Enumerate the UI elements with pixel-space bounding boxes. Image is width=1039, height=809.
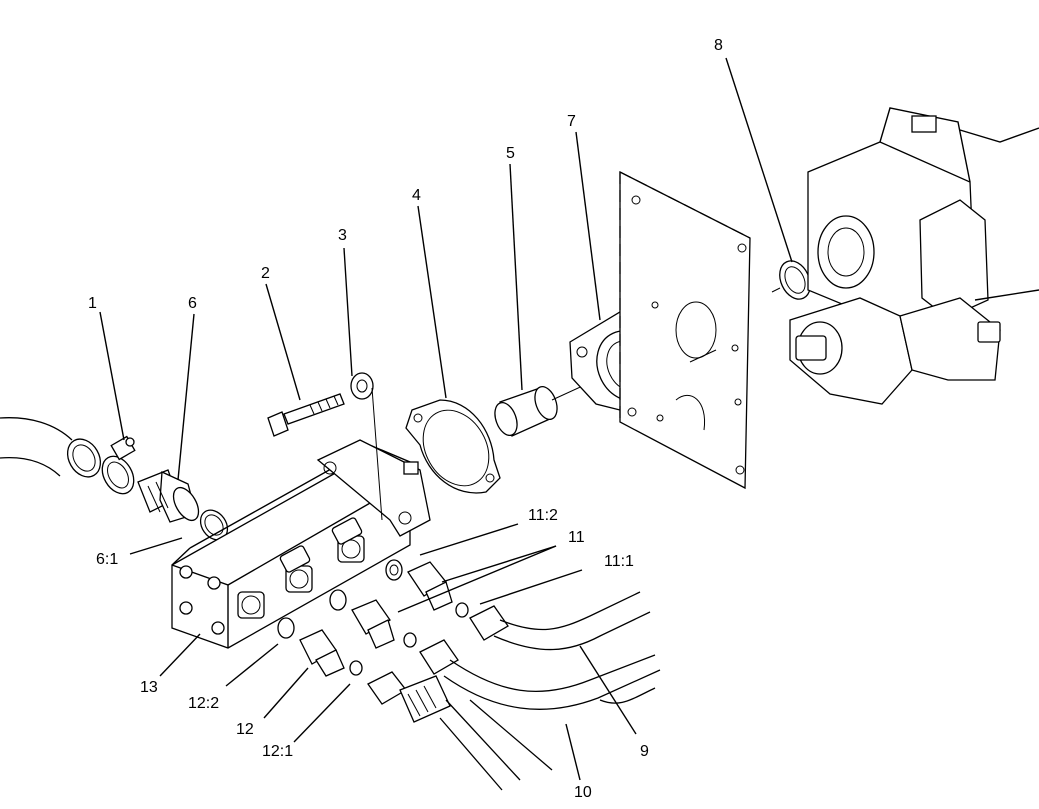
- capscrew: [267, 393, 345, 437]
- callout-10: 10: [574, 784, 592, 801]
- hydrostatic-pump: [789, 107, 1039, 405]
- callout-12-1: 12:1: [262, 743, 293, 760]
- washer: [350, 372, 374, 400]
- gear-pump-body: [171, 439, 431, 649]
- callout-6-1: 6:1: [96, 551, 118, 568]
- hose-clamp: [101, 435, 136, 495]
- mounting-plate: [619, 170, 751, 490]
- callout-2: 2: [261, 265, 270, 282]
- callout-13: 13: [140, 679, 158, 696]
- callout-1: 1: [88, 295, 97, 312]
- o-ring-8: [771, 260, 811, 300]
- callout-11: 11: [568, 529, 585, 546]
- callout-12-2: 12:2: [188, 695, 219, 712]
- gasket: [405, 399, 501, 494]
- callout-7: 7: [567, 113, 576, 130]
- pump-fittings: [277, 559, 469, 677]
- suction-hose: [0, 417, 102, 478]
- leader-lines: [99, 57, 793, 781]
- hydraulic-tubes: [367, 591, 661, 791]
- callout-12: 12: [236, 721, 254, 738]
- callout-3: 3: [338, 227, 347, 244]
- callout-4: 4: [412, 187, 421, 204]
- callout-11-2: 11:2: [528, 507, 558, 524]
- callout-5: 5: [506, 145, 515, 162]
- callout-8: 8: [714, 37, 723, 54]
- callout-6: 6: [188, 295, 197, 312]
- callout-9: 9: [640, 743, 649, 760]
- callout-11-1: 11:1: [604, 553, 634, 570]
- hose-barb-fitting: [137, 469, 200, 523]
